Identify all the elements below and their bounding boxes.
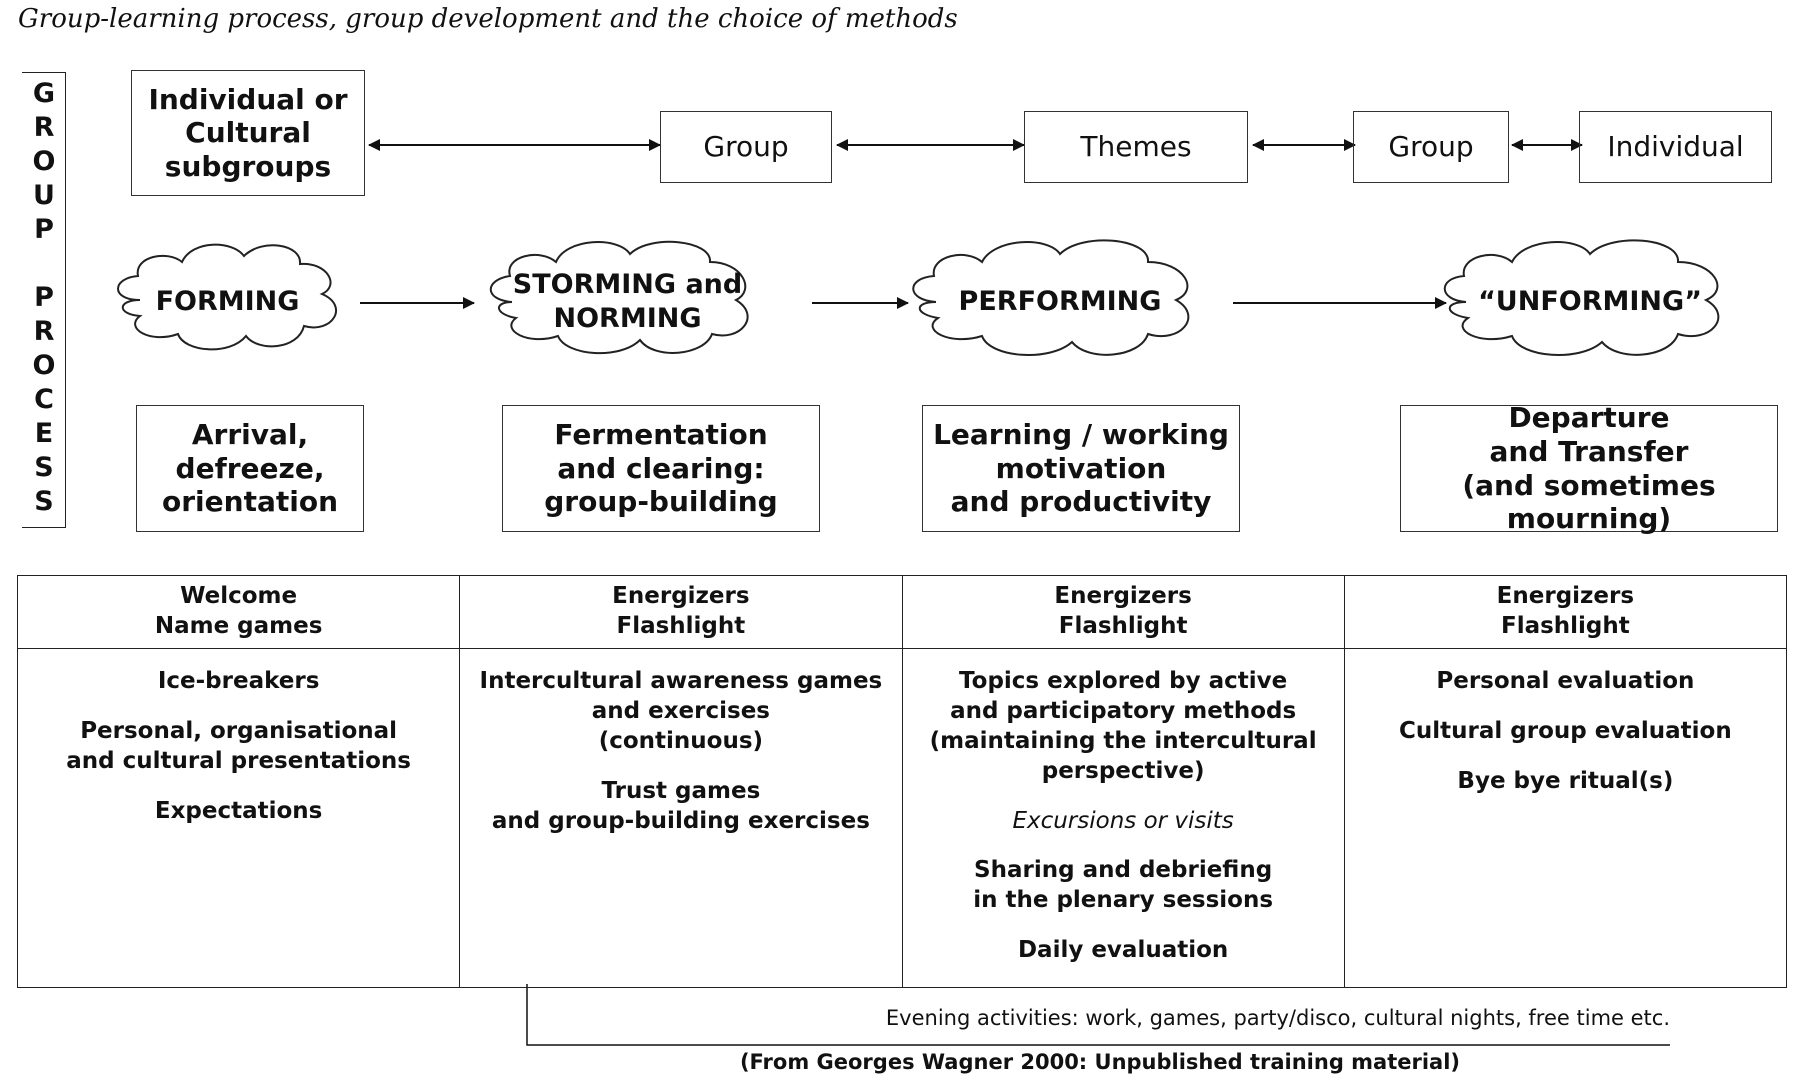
source-citation: (From Georges Wagner 2000: Unpublished t… [739,1050,1461,1074]
method-item: Trust games and group-building exercises [491,777,870,834]
stage-storming-norming: STORMING and NORMING [512,269,743,334]
top-box-group-2: Group [1353,111,1509,183]
method-item: Personal, organisational and cultural pr… [66,717,411,774]
method-item: Expectations [154,797,323,824]
cloud-forming [117,243,337,351]
stage-desc-learning: Learning / working motivation and produc… [922,405,1240,532]
side-label-letter: P [34,214,54,245]
methods-cell-forming: Ice-breakers Personal, organisational an… [16,647,461,989]
cloud-unforming [1443,239,1720,356]
top-box-themes: Themes [1024,111,1248,183]
methods-header-cell: Energizers Flashlight [901,575,1345,649]
side-label-letter: O [32,350,56,381]
methods-cell-unforming: Personal evaluation Cultural group evalu… [1343,647,1788,989]
stage-performing: PERFORMING [958,286,1162,318]
methods-header-row: Welcome Name games Energizers Flashlight… [16,575,1788,649]
methods-header-cell: Energizers Flashlight [1343,575,1788,649]
side-label-letter: R [33,112,55,143]
methods-cell-storming: Intercultural awareness games and exerci… [459,647,903,989]
method-item: Excursions or visits [1012,807,1234,834]
methods-cell-performing: Topics explored by active and participat… [901,647,1345,989]
methods-header-cell: Energizers Flashlight [459,575,903,649]
methods-header-cell: Welcome Name games [16,575,461,649]
method-item: Topics explored by active and participat… [929,668,1317,784]
method-item: Intercultural awareness games and exerci… [479,668,883,754]
side-label-frame [22,72,66,528]
methods-body-row: Ice-breakers Personal, organisational an… [16,647,1788,989]
method-item: Ice-breakers [157,668,320,694]
method-item: Cultural group evaluation [1399,717,1732,744]
diagram-title: Group-learning process, group developmen… [18,4,958,34]
method-item: Bye bye ritual(s) [1457,767,1674,794]
evening-activities-note: Evening activities: work, games, party/d… [885,1006,1670,1030]
stage-forming: FORMING [155,286,300,318]
side-label-letter: G [32,78,56,109]
side-label-letter: P [34,282,54,313]
stage-desc-arrival: Arrival, defreeze, orientation [136,405,364,532]
method-item: Sharing and debriefing in the plenary se… [973,857,1274,914]
stage-unforming: “UNFORMING” [1478,286,1702,318]
evening-bracket [526,984,1670,1046]
top-box-group: Group [660,111,832,183]
top-box-individual: Individual [1579,111,1772,183]
side-label-letter: S [34,452,54,483]
cloud-shape [117,239,1720,356]
side-label-letter: U [33,180,55,211]
side-label-letter: S [34,486,54,517]
side-label-letter: C [34,384,54,415]
stage-desc-fermentation: Fermentation and clearing: group-buildin… [502,405,820,532]
side-label-letter: R [33,316,55,347]
cloud-performing [912,239,1190,356]
method-item: Daily evaluation [1017,937,1229,964]
side-label-letter: O [32,146,56,177]
top-box-individual-cultural: Individual or Cultural subgroups [131,70,365,196]
stage-desc-departure: Departure and Transfer (and sometimes mo… [1400,401,1778,535]
method-item: Personal evaluation [1436,668,1695,694]
cloud-storming [489,240,749,355]
side-label-letter: E [34,418,54,449]
methods-table: Welcome Name games Energizers Flashlight… [16,575,1788,989]
